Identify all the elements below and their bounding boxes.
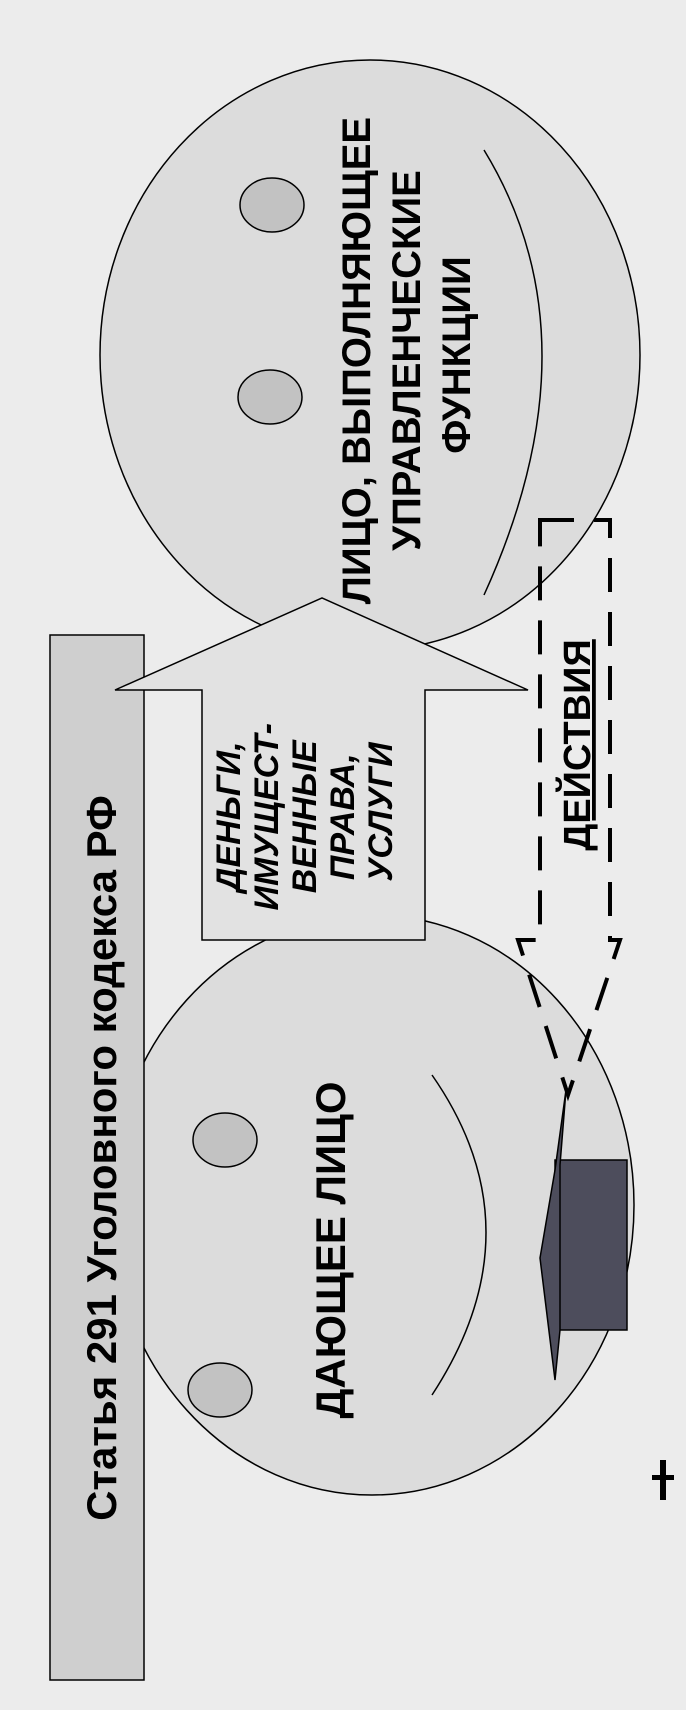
cropped-glyph-bar (652, 1475, 674, 1480)
hat-brim (539, 1089, 567, 1381)
transfer-arrow-shape (114, 597, 529, 941)
hat-crown (554, 1159, 628, 1331)
actions-arrow-shape (515, 518, 623, 1102)
giver-hat (539, 1089, 628, 1381)
transfer-line-5: УСЛУГИ (362, 741, 400, 882)
receiver-right-eye (237, 369, 303, 425)
giver-label: ДАЮЩЕЕ ЛИЦО (307, 1081, 354, 1418)
transfer-line-3: ВЕННЫЕ (286, 739, 324, 893)
giver-right-eye (187, 1362, 253, 1418)
receiver-smile (483, 149, 543, 596)
actions-label: ДЕЙСТВИЯ (554, 639, 599, 851)
giver-smile (431, 1074, 487, 1396)
giver-face: ДАЮЩЕЕ ЛИЦО (109, 914, 635, 1496)
receiver-label-line-2: УПРАВЛЕНЧЕСКИЕ (385, 170, 429, 551)
transfer-line-4: ПРАВА, (324, 753, 362, 880)
transfer-arrow-label: ДЕНЬГИ, ИМУЩЕСТ- ВЕННЫЕ ПРАВА, УСЛУГИ (210, 714, 400, 911)
receiver-face: ЛИЦО, ВЫПОЛНЯЮЩЕЕ УПРАВЛЕНЧЕСКИЕ ФУНКЦИИ (99, 59, 641, 651)
receiver-left-eye (239, 177, 305, 233)
article-box-rect (49, 634, 145, 1681)
receiver-label: ЛИЦО, ВЫПОЛНЯЮЩЕЕ УПРАВЛЕНЧЕСКИЕ ФУНКЦИИ (335, 106, 479, 605)
transfer-line-2: ИМУЩЕСТ- (248, 723, 286, 910)
giver-left-eye (192, 1112, 258, 1168)
receiver-label-line-3: ФУНКЦИИ (435, 256, 479, 454)
transfer-line-1: ДЕНЬГИ, (210, 741, 248, 895)
transfer-arrow: ДЕНЬГИ, ИМУЩЕСТ- ВЕННЫЕ ПРАВА, УСЛУГИ (114, 597, 529, 941)
article-label: Статья 291 Уголовного кодекса РФ (78, 795, 125, 1521)
article-label-box: Статья 291 Уголовного кодекса РФ (49, 634, 145, 1681)
actions-arrow: ДЕЙСТВИЯ (515, 518, 623, 1102)
receiver-label-line-1: ЛИЦО, ВЫПОЛНЯЮЩЕЕ (335, 117, 379, 604)
